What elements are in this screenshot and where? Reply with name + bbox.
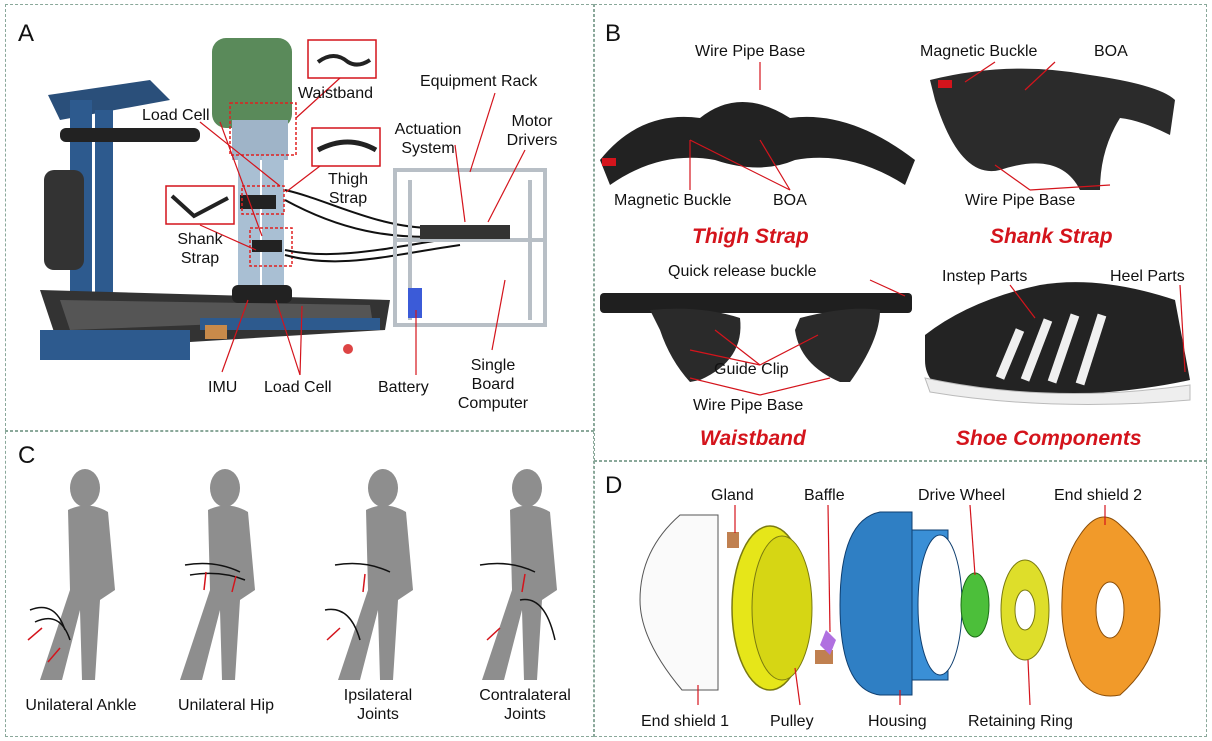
label-shank-line2: Strap	[180, 250, 220, 267]
label-thigh-wire-pipe-base: Wire Pipe Base	[695, 43, 806, 60]
end-shield-1-drawing	[639, 514, 719, 691]
baffle-drawing	[820, 630, 836, 655]
label-actuation-line2: System	[401, 140, 455, 157]
label-end-shield-2: End shield 2	[1054, 487, 1143, 504]
panel-letter-d: D	[605, 472, 623, 499]
title-shank-strap: Shank Strap	[990, 225, 1113, 248]
caption-contralateral-line1: Contralateral	[479, 687, 571, 704]
panel-letter-a: A	[18, 20, 35, 47]
caption-unilateral-hip: Unilateral Hip	[156, 696, 296, 715]
label-drive-wheel: Drive Wheel	[918, 487, 1006, 504]
label-load-cell-top: Load Cell	[142, 107, 210, 124]
caption-contralateral-line2: Joints	[504, 706, 546, 723]
label-instep-parts: Instep Parts	[942, 268, 1028, 285]
person	[212, 38, 292, 303]
label-single-board-computer: Single Board Computer	[452, 356, 534, 413]
caption-unilateral-hip-line1: Unilateral Hip	[177, 697, 275, 714]
figure-contralateral	[482, 469, 557, 680]
label-thigh-line1: Thigh	[327, 171, 369, 188]
label-actuation-line1: Actuation	[394, 121, 462, 138]
title-waistband: Waistband	[700, 427, 806, 450]
caption-unilateral-ankle-line1: Unilateral Ankle	[25, 697, 137, 714]
label-housing: Housing	[868, 713, 927, 730]
label-quick-release-buckle: Quick release buckle	[668, 263, 817, 280]
label-heel-parts: Heel Parts	[1110, 268, 1185, 285]
label-shank-wire-pipe-base: Wire Pipe Base	[965, 192, 1076, 209]
label-shank-strap: Shank Strap	[170, 230, 230, 268]
panel-letter-c: C	[18, 442, 36, 469]
caption-ipsilateral-joints: Ipsilateral Joints	[318, 686, 438, 724]
dashed-boxes	[229, 102, 297, 267]
label-shank-boa: BOA	[1094, 43, 1128, 60]
leader-lines-a	[199, 77, 526, 376]
panel-letter-b: B	[605, 20, 622, 47]
caption-ipsilateral-line1: Ipsilateral	[343, 687, 413, 704]
panel-d	[594, 461, 1207, 737]
label-load-cell-bottom: Load Cell	[264, 379, 332, 396]
housing-drawing	[839, 511, 963, 696]
label-thigh-line2: Strap	[328, 190, 368, 207]
label-motor-line1: Motor	[511, 113, 553, 130]
label-thigh-magnetic-buckle: Magnetic Buckle	[614, 192, 732, 209]
waistband-drawing	[600, 293, 912, 382]
motor-driver-block	[420, 225, 510, 239]
battery-block	[408, 288, 422, 318]
gland-drawing	[727, 532, 739, 548]
label-shank-line1: Shank	[177, 231, 223, 248]
treadmill	[40, 80, 390, 360]
shank-strap-drawing	[930, 68, 1175, 190]
title-shoe-components: Shoe Components	[956, 427, 1142, 450]
caption-unilateral-ankle: Unilateral Ankle	[6, 696, 156, 715]
label-guide-clip: Guide Clip	[714, 361, 789, 378]
label-sbc-line1: Single	[470, 357, 516, 374]
label-shank-magnetic-buckle: Magnetic Buckle	[920, 43, 1038, 60]
label-retaining-ring: Retaining Ring	[968, 713, 1073, 730]
drive-wheel-drawing	[960, 572, 990, 638]
leader-lines-b	[689, 61, 1186, 396]
panel-c	[5, 431, 594, 737]
shoe-drawing	[924, 282, 1191, 405]
title-thigh-strap: Thigh Strap	[692, 225, 809, 248]
caption-contralateral-joints: Contralateral Joints	[460, 686, 590, 724]
figure-unilateral-ankle	[40, 469, 115, 680]
label-gland: Gland	[711, 487, 754, 504]
leader-lines-d	[697, 504, 1106, 706]
label-sbc-line2: Board	[471, 376, 515, 393]
panel-a	[5, 4, 594, 431]
thigh-strap-drawing	[600, 102, 915, 185]
label-imu: IMU	[208, 379, 238, 396]
caption-ipsilateral-line2: Joints	[357, 706, 399, 723]
label-actuation-system: Actuation System	[386, 120, 470, 158]
label-motor-line2: Drivers	[506, 132, 558, 149]
label-thigh-strap: Thigh Strap	[318, 170, 378, 208]
label-pulley: Pulley	[770, 713, 814, 730]
figure-unilateral-hip	[180, 469, 255, 680]
label-waistband: Waistband	[298, 85, 373, 102]
label-motor-drivers: Motor Drivers	[497, 112, 567, 150]
panel-b	[594, 4, 1207, 461]
walking-figures	[40, 469, 557, 680]
label-battery: Battery	[378, 379, 429, 396]
force-arrows-c	[27, 571, 526, 663]
exo-cables-c	[29, 562, 556, 641]
label-equipment-rack: Equipment Rack	[420, 73, 538, 90]
label-sbc-line3: Computer	[457, 395, 529, 412]
shank-strap-inset	[165, 185, 235, 225]
label-end-shield-1: End shield 1	[641, 713, 730, 730]
label-thigh-boa: BOA	[773, 192, 807, 209]
label-baffle: Baffle	[804, 487, 845, 504]
figure-ipsilateral	[338, 469, 413, 680]
label-waistband-wire-pipe-base: Wire Pipe Base	[693, 397, 804, 414]
